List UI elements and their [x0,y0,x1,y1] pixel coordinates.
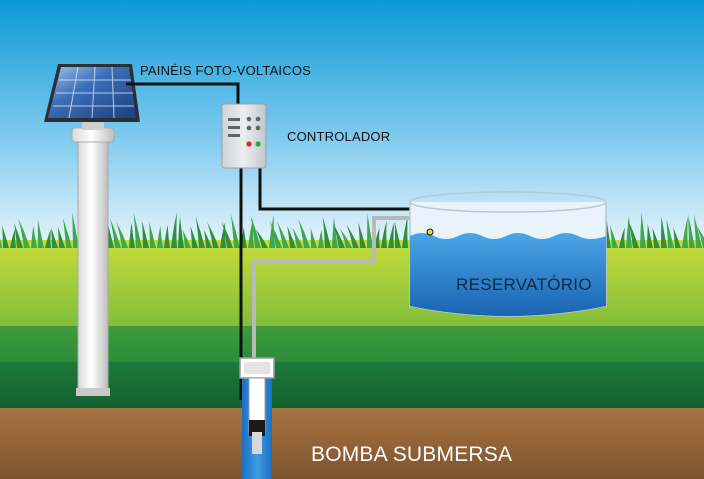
field-mid [0,326,704,366]
grass-blade [45,229,52,248]
grass-blade [72,212,79,248]
water-pipe [252,216,414,368]
grass-blade [109,218,121,248]
grass-blade [116,221,128,248]
grass-blade [2,225,10,248]
grass-blade [142,221,149,248]
grass-blade [688,214,695,248]
grass-blade [318,229,324,248]
grass-blade [619,227,625,248]
grass-blade [333,223,345,248]
grass-blade [287,225,296,248]
label-reservoir: RESERVATÓRIO [456,275,592,294]
grass-blade [37,219,44,248]
grass-blade [195,216,205,248]
grass-blade [627,219,639,248]
grass-blade [367,213,373,248]
grass-blade [269,221,282,248]
grass-blade [57,226,65,248]
grass-blade [204,229,212,248]
grass-blade [626,215,632,248]
grass-blade [10,228,16,248]
label-photovoltaic-panels: PAINÉIS FOTO-VOLTAICOS [140,63,312,78]
grass-blade [346,224,359,248]
grass-blade [133,212,142,248]
panel-support-pole [71,122,115,396]
grass-blade [171,212,177,248]
grass-blade [207,222,219,248]
grass-blade [164,225,170,248]
grass-blade [31,225,37,248]
grass-blade [394,222,401,248]
grass-blade [402,215,408,248]
field-dark [0,362,704,410]
grass-blade [18,218,30,248]
grass-blade [640,212,646,248]
solar-panel-icon [44,64,140,122]
grass-blade [381,221,387,248]
grass-blade [0,237,2,248]
grass-blade [310,228,317,248]
grass-blade [388,221,395,248]
label-controller: CONTROLADOR [287,129,391,144]
grass-blade [129,222,135,248]
grass-blade [178,216,184,248]
grass-blade [13,222,23,248]
grass-blade [149,221,156,248]
grass-blade [693,214,702,248]
grass-blade [332,217,338,248]
soil [0,408,704,479]
grass-blade [322,216,331,248]
grass-blade [696,225,704,248]
grass-blade [255,228,268,248]
grass-blade [182,229,191,248]
grass-blade [250,215,261,248]
grass-blade [230,213,240,248]
grass-blade [666,219,674,248]
grass-blade [62,217,72,248]
grass-blade [673,227,681,248]
grass-blade [190,226,198,248]
grass-blade [682,216,688,248]
grass-blade [609,225,618,248]
grass-blade [51,227,58,248]
control-box-icon [221,103,267,169]
grass-blade [358,222,366,248]
grass-blade [157,225,163,248]
water-tank-icon [409,191,607,317]
grass-blade [269,215,275,248]
grass-blade [339,228,352,248]
grass-blade [292,227,303,248]
label-submersible-pump: BOMBA SUBMERSA [311,443,513,466]
grass-blade [221,221,233,248]
grass-blade [652,227,660,248]
grass-blade [647,223,653,248]
submersible-pump-icon [239,357,275,479]
grass-blade [298,218,310,248]
grass-blade [276,221,289,248]
grass-blade [661,216,667,248]
